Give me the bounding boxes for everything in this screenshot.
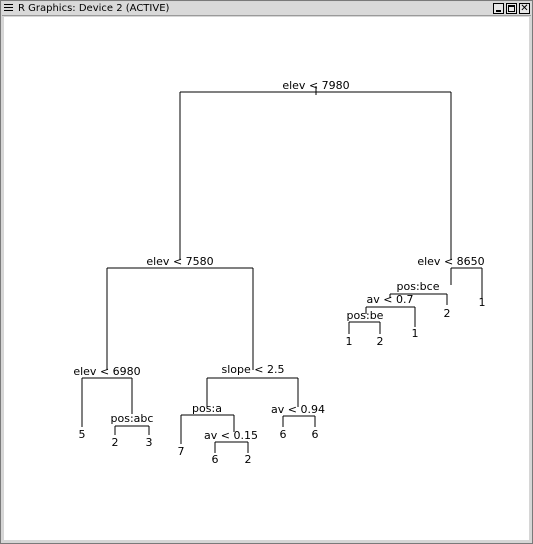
window-titlebar[interactable]: R Graphics: Device 2 (ACTIVE) ✕ <box>2 2 531 16</box>
leaf-label: 5 <box>79 428 86 441</box>
edge-av094 <box>282 415 316 427</box>
edge-pos-bce <box>389 293 448 305</box>
split-label-left: elev < 7580 <box>146 255 213 268</box>
edge-pos-a <box>180 414 235 444</box>
edge-left <box>106 267 254 370</box>
leaf-label: 6 <box>312 428 319 441</box>
leaf-labels: 5 2 3 7 6 2 6 6 1 2 1 2 1 <box>79 296 486 466</box>
leaf-label: 6 <box>212 453 219 466</box>
maximize-icon[interactable] <box>506 3 517 14</box>
edge-av015 <box>214 441 249 453</box>
split-label-right: elev < 8650 <box>417 255 484 268</box>
split-label-av07: av < 0.7 <box>367 293 414 306</box>
edge-root <box>179 86 452 260</box>
window-menu-icon[interactable] <box>4 3 13 13</box>
edge-slope <box>206 377 299 407</box>
regression-tree-plot: elev < 7980 elev < 7580 elev < 6980 pos:… <box>73 79 486 466</box>
tree-edges <box>81 86 483 453</box>
leaf-label: 3 <box>146 436 153 449</box>
split-label-pos-be: pos:be <box>347 309 384 322</box>
leaf-label: 1 <box>479 296 486 309</box>
plot-canvas: elev < 7980 elev < 7580 elev < 6980 pos:… <box>4 17 529 540</box>
leaf-label: 2 <box>112 436 119 449</box>
leaf-label: 2 <box>245 453 252 466</box>
split-label-left-left: elev < 6980 <box>73 365 140 378</box>
edge-pos-abc <box>114 425 150 435</box>
close-icon[interactable]: ✕ <box>519 3 530 14</box>
window-title: R Graphics: Device 2 (ACTIVE) <box>18 3 170 14</box>
minimize-icon[interactable] <box>493 3 504 14</box>
leaf-label: 7 <box>178 445 185 458</box>
split-label-pos-abc: pos:abc <box>111 412 154 425</box>
split-label-av015: av < 0.15 <box>204 429 258 442</box>
leaf-label: 2 <box>444 307 451 320</box>
split-label-pos-bce: pos:bce <box>397 280 440 293</box>
split-label-pos-a: pos:a <box>192 402 222 415</box>
split-label-av094: av < 0.94 <box>271 403 325 416</box>
split-label-slope: slope < 2.5 <box>222 363 285 376</box>
leaf-label: 1 <box>346 335 353 348</box>
split-labels: elev < 7980 elev < 7580 elev < 6980 pos:… <box>73 79 484 442</box>
edge-pos-be <box>348 321 381 334</box>
leaf-label: 1 <box>412 327 419 340</box>
leaf-label: 6 <box>280 428 287 441</box>
edge-right <box>450 267 483 298</box>
leaf-label: 2 <box>377 335 384 348</box>
edge-left-left <box>81 377 133 427</box>
split-label-root: elev < 7980 <box>282 79 349 92</box>
edge-av07 <box>365 306 416 327</box>
